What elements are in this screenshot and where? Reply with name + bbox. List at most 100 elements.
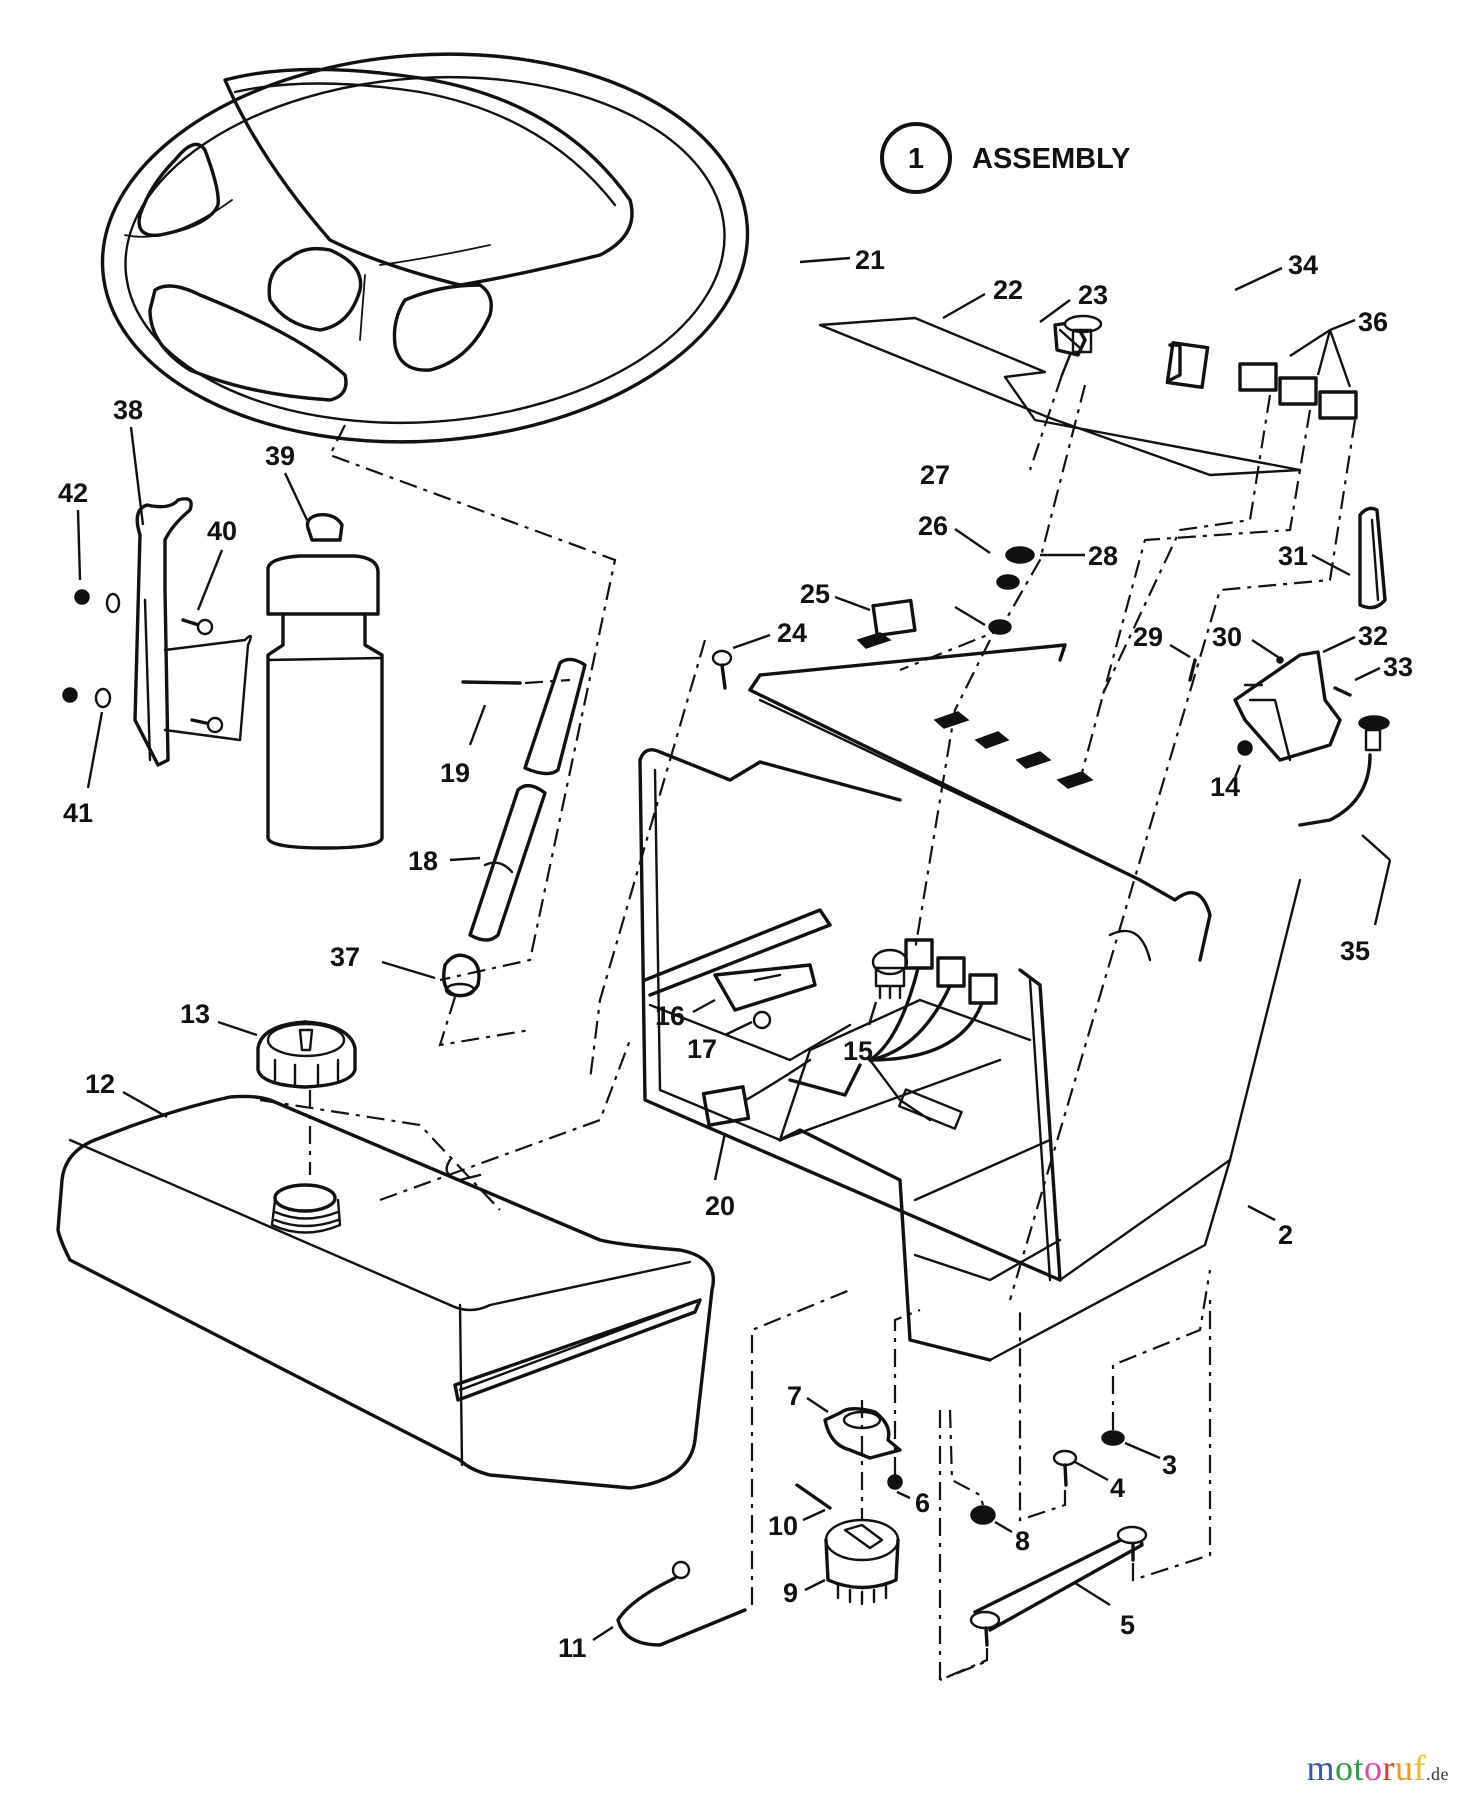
steering-shaft-upper-icon: [523, 657, 587, 776]
cup-holder-bracket-icon[interactable]: [133, 497, 253, 767]
key-axis-line: [1028, 374, 1064, 471]
callout-37[interactable]: 37: [330, 942, 436, 980]
logo-tld: .de: [1426, 1764, 1449, 1784]
callout-32[interactable]: 32: [1322, 621, 1388, 654]
callout-33[interactable]: 33: [1354, 652, 1413, 682]
logo-letter: f: [1413, 1748, 1426, 1788]
callout-30[interactable]: 30: [1212, 622, 1279, 659]
connection-line: [1131, 1300, 1212, 1582]
callout-6[interactable]: 6 6: [896, 1488, 930, 1518]
indicator-lights-icon[interactable]: [1238, 362, 1358, 420]
svg-text:7: 7: [787, 1381, 802, 1411]
svg-text:6: 6: [915, 1488, 930, 1518]
svg-text:33: 33: [1383, 652, 1413, 682]
svg-text:35: 35: [1340, 936, 1370, 966]
callout-18[interactable]: 18 18: [408, 846, 481, 876]
steering-wheel-icon[interactable]: [89, 33, 760, 463]
steering-axis-line: [328, 424, 617, 982]
nut-14-icon: [1237, 740, 1253, 756]
svg-text:2: 2: [1278, 1220, 1293, 1250]
callout-7[interactable]: 7: [787, 1381, 829, 1413]
choke-cable-icon[interactable]: [1298, 715, 1390, 827]
callout-31[interactable]: 31: [1278, 541, 1351, 577]
callout-13[interactable]: 13: [180, 999, 258, 1037]
logo-letter: o: [1364, 1748, 1383, 1788]
svg-text:24: 24: [777, 618, 807, 648]
callout-22[interactable]: 22: [942, 275, 1023, 320]
connection-line: [1111, 1269, 1212, 1430]
connection-line: [899, 384, 1087, 672]
callout-34[interactable]: 34: [1234, 250, 1318, 292]
svg-text:19: 19: [440, 758, 470, 788]
nut-6-icon: [887, 1474, 903, 1490]
rotary-switch-icon[interactable]: [824, 1518, 900, 1606]
callout-42[interactable]: 42: [58, 478, 88, 581]
support-bracket-icon[interactable]: [969, 1525, 1148, 1647]
assembly-title-text: ASSEMBLY: [972, 143, 1130, 175]
pin-10-icon: [795, 1483, 832, 1510]
callout-3[interactable]: 3 3: [1124, 1441, 1177, 1480]
callout-23[interactable]: 23: [1039, 280, 1108, 323]
callout-39[interactable]: 39: [265, 441, 309, 521]
steering-shaft-icon[interactable]: [468, 784, 547, 942]
svg-text:40: 40: [207, 516, 237, 546]
callout-40[interactable]: 40: [196, 516, 237, 611]
svg-text:42: 42: [58, 478, 88, 508]
logo-letter: m: [1306, 1748, 1335, 1788]
callout-5[interactable]: 5: [1074, 1581, 1135, 1640]
svg-text:16: 16: [655, 1001, 685, 1031]
connection-line: [588, 639, 707, 1081]
svg-text:10: 10: [768, 1511, 798, 1541]
callout-4[interactable]: 4: [1074, 1460, 1125, 1503]
callout-27[interactable]: 27: [920, 460, 991, 554]
connection-line: [913, 639, 991, 951]
callout-12[interactable]: 12: [85, 1069, 168, 1119]
fuel-cap-icon[interactable]: [256, 1020, 357, 1089]
callout-28[interactable]: 28: [1040, 541, 1118, 571]
svg-text:11: 11: [558, 1633, 587, 1663]
cable-tie-icon[interactable]: [616, 1560, 747, 1647]
svg-text:31: 31: [1278, 541, 1308, 571]
callout-16[interactable]: 16: [655, 998, 716, 1031]
callout-41[interactable]: 41: [63, 711, 104, 828]
callout-19[interactable]: 19: [440, 704, 487, 788]
assembly-number: 1: [908, 143, 924, 175]
callout-38[interactable]: 38: [113, 395, 145, 526]
callout-14[interactable]: 14: [1210, 764, 1242, 802]
callout-10[interactable]: 10: [768, 1508, 826, 1541]
svg-text:39: 39: [265, 441, 295, 471]
water-bottle-icon[interactable]: [266, 513, 384, 850]
fuel-tank-icon[interactable]: [56, 1094, 715, 1490]
callout-25[interactable]: 25: [800, 579, 871, 612]
dash-console-icon[interactable]: [638, 632, 1302, 1362]
knob-icon[interactable]: [1358, 506, 1387, 610]
svg-text:4: 4: [1110, 1473, 1125, 1503]
callout-9[interactable]: 9: [783, 1578, 826, 1608]
callout-21[interactable]: 21: [799, 245, 885, 275]
callout-15[interactable]: 15: [843, 1001, 878, 1066]
svg-text:32: 32: [1358, 621, 1388, 651]
plate-icon: [713, 963, 817, 1012]
callout-29[interactable]: 29: [1133, 622, 1191, 659]
throttle-lever-icon[interactable]: [1233, 650, 1342, 762]
callout-20[interactable]: 20: [705, 1132, 735, 1221]
callout-17[interactable]: 17: [687, 1020, 753, 1064]
logo-letter: t: [1353, 1748, 1364, 1788]
ignition-switch-icon[interactable]: [871, 948, 909, 1000]
callout-11[interactable]: 11: [558, 1625, 614, 1663]
shaft-axis-line: [438, 996, 531, 1047]
pto-switch-icon[interactable]: [1063, 314, 1210, 390]
callout-2[interactable]: 2: [1247, 1204, 1293, 1250]
callout-36[interactable]: 36: [1289, 307, 1388, 388]
nut-3-icon: [1101, 1430, 1125, 1446]
roll-pin-icon: [461, 678, 571, 685]
callout-26[interactable]: 26: [918, 511, 986, 627]
callout-24[interactable]: 24: [732, 618, 807, 650]
callout-8[interactable]: 8: [994, 1520, 1030, 1556]
switch-25-icon[interactable]: [871, 598, 917, 638]
logo-letter: r: [1382, 1748, 1395, 1788]
watermark-logo: motoruf.de: [1306, 1750, 1449, 1786]
carriage-bolt-icon: [1052, 1449, 1078, 1487]
svg-text:38: 38: [113, 395, 143, 425]
callout-35[interactable]: 35: [1340, 834, 1392, 966]
